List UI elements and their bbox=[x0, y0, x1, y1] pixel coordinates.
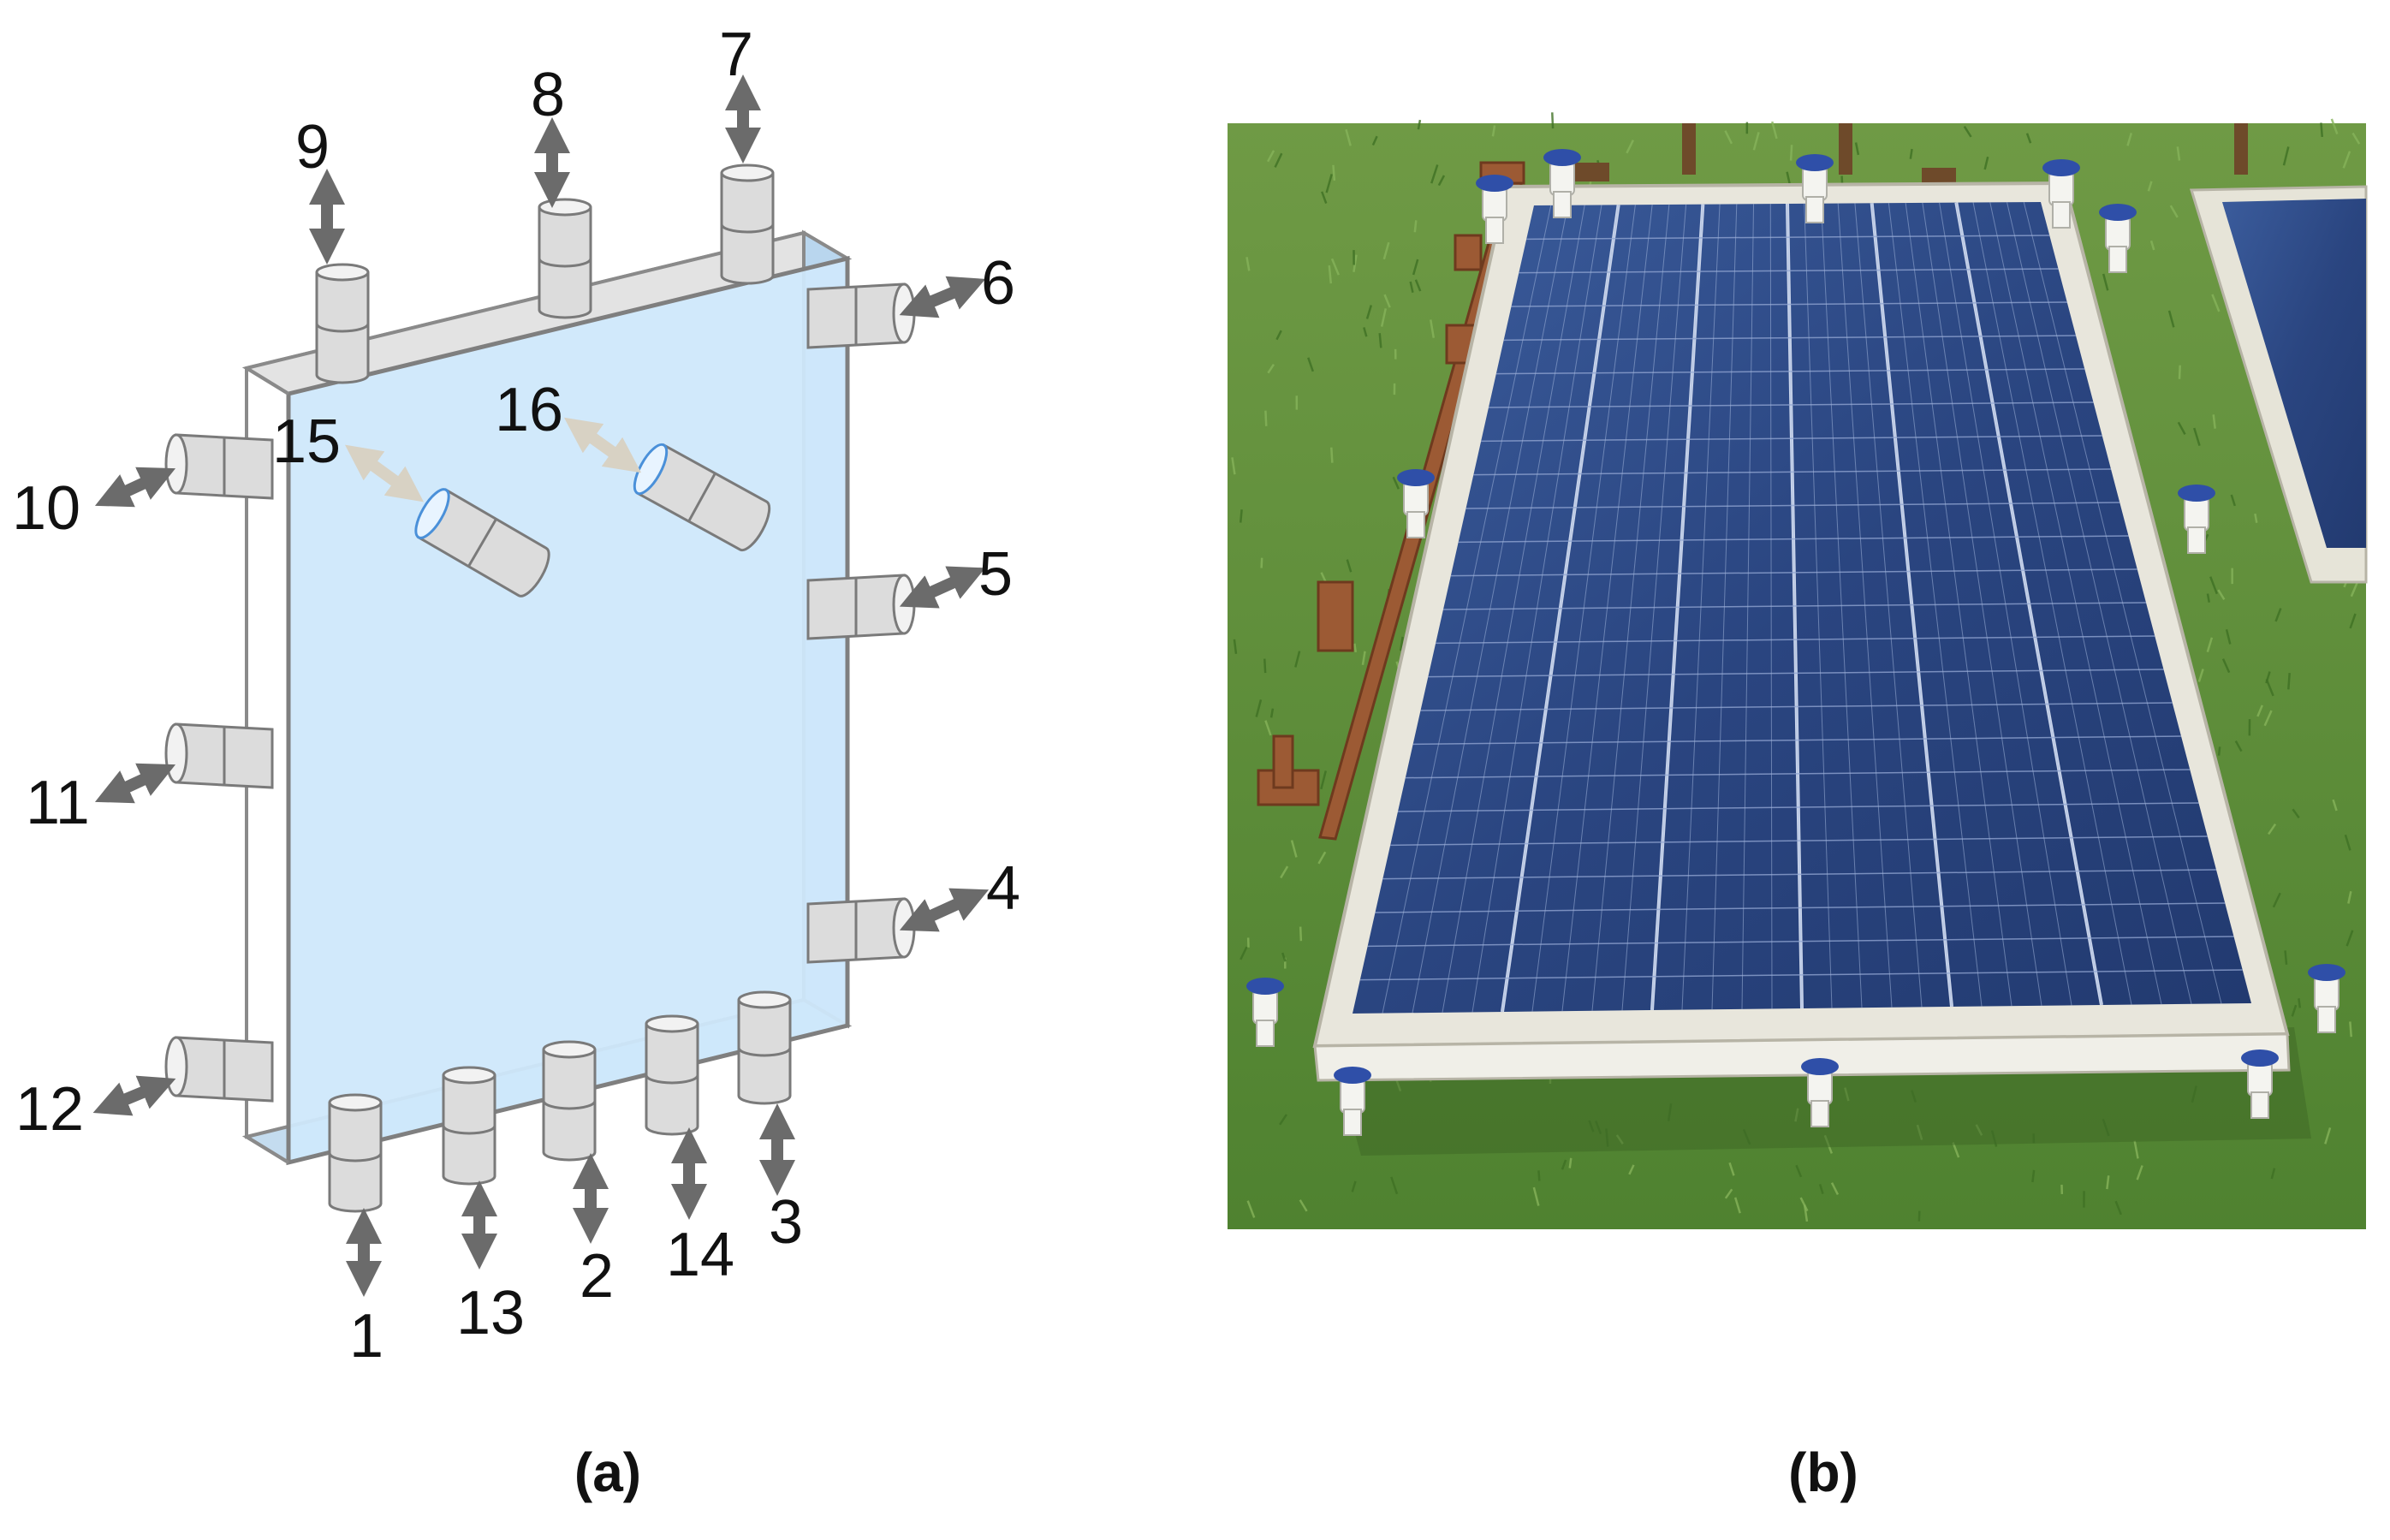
port-16 bbox=[633, 443, 771, 552]
port-label-11: 11 bbox=[26, 769, 90, 837]
port-label-15: 15 bbox=[272, 407, 341, 476]
port-1 bbox=[328, 1093, 383, 1213]
neighbor-panel-cells bbox=[2222, 199, 2366, 548]
port-12 bbox=[164, 1036, 274, 1103]
box-left-bottom-edge bbox=[245, 1135, 290, 1164]
port-label-7: 7 bbox=[719, 21, 753, 89]
port-13 bbox=[442, 1066, 496, 1186]
valve-top-left bbox=[1476, 175, 1513, 244]
port-4 bbox=[806, 897, 916, 964]
port-label-13: 13 bbox=[456, 1279, 525, 1347]
port-label-1: 1 bbox=[349, 1302, 383, 1371]
cell-grid bbox=[1359, 202, 2243, 1014]
port-label-14: 14 bbox=[666, 1221, 734, 1289]
valve-top-1 bbox=[1543, 149, 1581, 218]
valve-left-mid bbox=[1397, 469, 1435, 538]
port-label-9: 9 bbox=[295, 113, 330, 181]
caption-b: (b) bbox=[1788, 1442, 1858, 1503]
arrow-6 bbox=[899, 276, 986, 318]
arrow-11 bbox=[94, 763, 176, 804]
arrow-10 bbox=[94, 467, 176, 508]
valve-bottom-2 bbox=[1801, 1058, 1839, 1127]
top-stakes bbox=[1575, 123, 2248, 187]
port-11 bbox=[164, 722, 274, 789]
box-left-front-edge bbox=[245, 366, 290, 395]
port-label-6: 6 bbox=[981, 249, 1015, 318]
port-label-2: 2 bbox=[580, 1242, 614, 1311]
ports-layer bbox=[164, 164, 916, 1213]
valve-top-2 bbox=[1796, 154, 1834, 223]
arrow-12 bbox=[92, 1075, 176, 1116]
port-14 bbox=[645, 1014, 699, 1136]
valve-right-low bbox=[2308, 964, 2345, 1033]
arrow-16 bbox=[563, 417, 642, 473]
valve-top-3 bbox=[2042, 159, 2080, 229]
port-label-5: 5 bbox=[978, 540, 1013, 609]
port-3 bbox=[737, 990, 792, 1105]
panel-bottom-rail bbox=[1313, 1032, 2291, 1082]
arrow-4 bbox=[899, 888, 990, 932]
arrow-5 bbox=[899, 566, 986, 609]
port-10 bbox=[164, 433, 274, 500]
port-label-3: 3 bbox=[769, 1188, 803, 1257]
port-5 bbox=[806, 574, 916, 640]
valve-left-low bbox=[1246, 978, 1284, 1047]
valve-bottom-3 bbox=[2241, 1049, 2279, 1119]
caption-a: (a) bbox=[574, 1442, 641, 1503]
port-label-12: 12 bbox=[15, 1075, 84, 1144]
valve-bottom-1 bbox=[1334, 1067, 1371, 1136]
port-15 bbox=[414, 488, 550, 598]
port-6 bbox=[806, 282, 916, 349]
port-7 bbox=[720, 164, 775, 285]
panel-a-diagram: 1 13 2 14 3 4 5 6 7 8 9 15 16 10 11 12 (… bbox=[12, 21, 1020, 1503]
arrows-layer bbox=[92, 74, 990, 1297]
valve-top-right bbox=[2099, 204, 2137, 273]
port-9 bbox=[315, 263, 370, 384]
valves-layer bbox=[1246, 149, 2345, 1136]
port-8 bbox=[538, 198, 592, 319]
panel-b-photo: (b) bbox=[1228, 112, 2368, 1503]
port-2 bbox=[542, 1040, 597, 1162]
port-label-8: 8 bbox=[531, 61, 565, 129]
arrow-15 bbox=[344, 444, 425, 502]
port-label-16: 16 bbox=[495, 376, 563, 444]
solar-panel-cells bbox=[1353, 202, 2251, 1014]
port-label-10: 10 bbox=[12, 474, 80, 543]
valve-right-mid bbox=[2178, 485, 2215, 554]
port-label-4: 4 bbox=[986, 854, 1020, 923]
